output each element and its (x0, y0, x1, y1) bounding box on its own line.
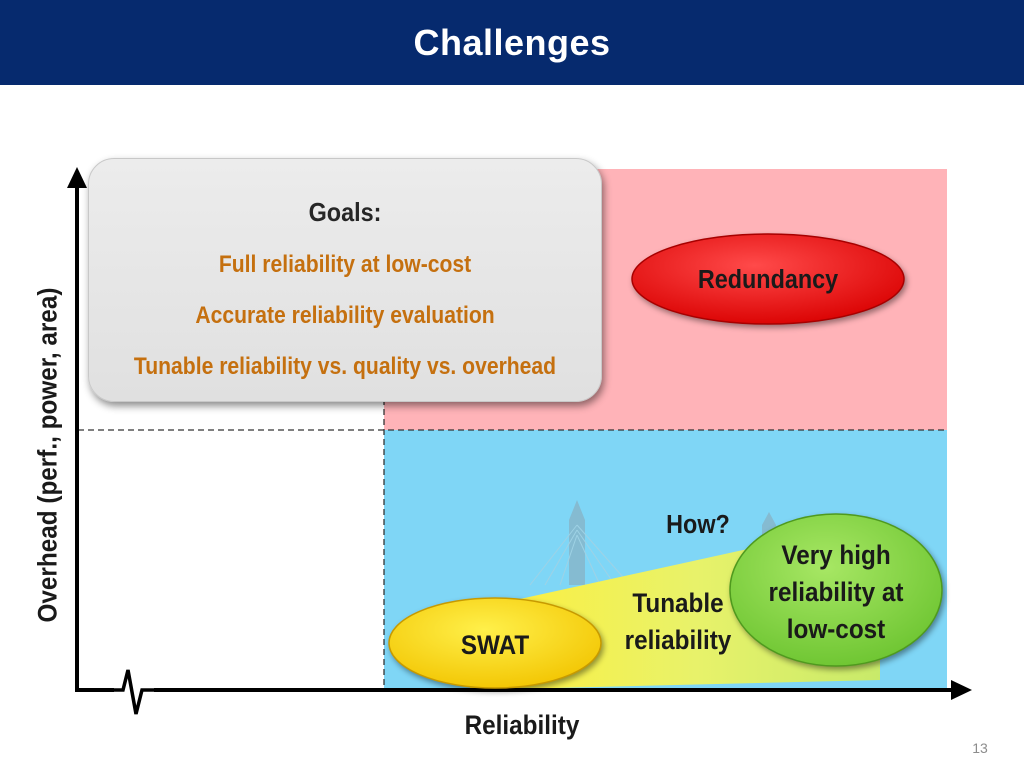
tunable-label-line1: Tunable (632, 589, 723, 618)
swat-ellipse (388, 597, 602, 689)
goal-item: Accurate reliability evaluation (195, 302, 495, 329)
axis-break-icon (114, 669, 154, 715)
swat-label: SWAT (461, 631, 530, 660)
goal-item: Full reliability at low-cost (218, 251, 472, 278)
tunable-label-line2: reliability (625, 626, 732, 655)
y-axis-label: Overhead (perf., power, area) (32, 287, 63, 623)
goal-item: Tunable reliability vs. quality vs. over… (133, 353, 557, 380)
redundancy-label: Redundancy (698, 266, 839, 294)
redundancy-ellipse (631, 233, 905, 325)
target-label-line3: low-cost (787, 615, 886, 644)
slide-title: Challenges (413, 22, 611, 63)
goals-heading: Goals: (308, 197, 382, 227)
x-axis-label: Reliability (464, 710, 580, 740)
target-label-line1: Very high (781, 541, 890, 570)
y-axis-arrow-icon (67, 167, 87, 188)
x-axis-arrow-icon (951, 680, 972, 700)
title-bar: Challenges (0, 0, 1024, 85)
target-ellipse (729, 513, 943, 667)
goals-box: Goals: Full reliability at low-cost Accu… (88, 158, 602, 402)
how-label: How? (666, 511, 730, 539)
page-number: 13 (972, 740, 988, 756)
target-label-line2: reliability at (769, 578, 904, 607)
